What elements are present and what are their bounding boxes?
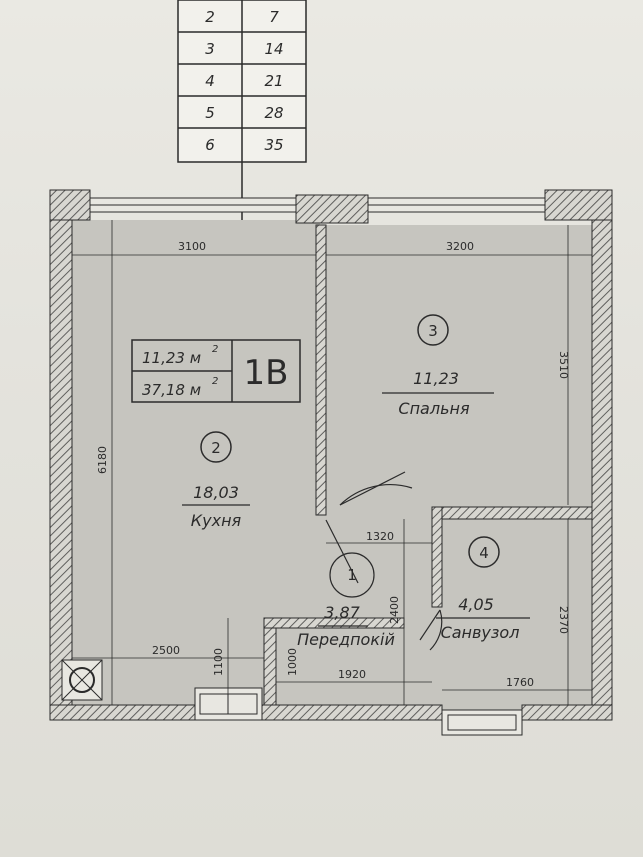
dim-small-a: 1100 — [212, 648, 225, 676]
legend-cell: 2 — [205, 8, 215, 26]
dim-left-height: 6180 — [96, 446, 109, 474]
room-name: Передпокій — [297, 630, 395, 649]
legend-cell: 14 — [264, 40, 283, 58]
apartment-code: 1В — [244, 353, 289, 393]
apartment-info: 11,23 м 2 37,18 м 2 1В — [131, 339, 301, 403]
legend-cell: 5 — [205, 104, 215, 122]
room-number: 1 — [347, 566, 357, 584]
floor-fill — [72, 220, 592, 715]
room-number: 3 — [428, 322, 438, 340]
legend-cell: 4 — [205, 72, 215, 90]
dim-bottom-mid: 1920 — [338, 668, 366, 681]
room-kitchen: 2 18,03 Кухня — [182, 431, 250, 530]
room-area: 11,23 — [413, 369, 459, 388]
legend-table: 2 7 3 14 4 21 5 28 6 35 — [177, 0, 307, 163]
room-name: Спальня — [398, 399, 470, 418]
legend-cell: 3 — [205, 40, 215, 58]
dimension-labels: 3100 3200 6180 3510 1320 2400 2370 2500 … — [96, 240, 570, 689]
dim-top-right: 3200 — [446, 240, 474, 253]
legend-cell: 28 — [264, 104, 283, 122]
legend-cell: 21 — [264, 72, 283, 90]
dim-bottom-left: 2500 — [152, 644, 180, 657]
living-area-value: 11,23 м — [142, 349, 201, 367]
room-area: 4,05 — [458, 595, 494, 614]
living-area-unit-sup: 2 — [212, 344, 218, 355]
dim-hall-width: 1320 — [366, 530, 394, 543]
walls — [49, 189, 613, 736]
room-name: Кухня — [191, 511, 242, 530]
dim-bottom-right: 1760 — [506, 676, 534, 689]
room-bedroom: 3 11,23 Спальня — [382, 314, 494, 418]
total-area-unit-sup: 2 — [212, 376, 218, 387]
legend-cell: 7 — [269, 8, 279, 26]
dimension-lines — [72, 220, 592, 705]
room-area: 3,87 — [324, 603, 360, 622]
dim-hall-height: 2400 — [388, 596, 401, 624]
dim-small-b: 1000 — [286, 648, 299, 676]
room-area: 18,03 — [193, 483, 239, 502]
dim-top-left: 3100 — [178, 240, 206, 253]
doors — [325, 471, 443, 651]
room-number: 4 — [479, 544, 489, 562]
dim-bath-height: 2370 — [557, 606, 570, 634]
room-name: Санвузол — [441, 623, 520, 642]
dim-bedroom-height: 3510 — [557, 351, 570, 379]
total-area-value: 37,18 м — [142, 381, 201, 399]
legend-cell: 6 — [205, 136, 215, 154]
legend-cell: 35 — [264, 136, 283, 154]
room-bathroom: 4 4,05 Санвузол — [436, 536, 530, 642]
room-number: 2 — [211, 439, 221, 457]
room-hallway: 1 3,87 Передпокій — [297, 566, 395, 649]
